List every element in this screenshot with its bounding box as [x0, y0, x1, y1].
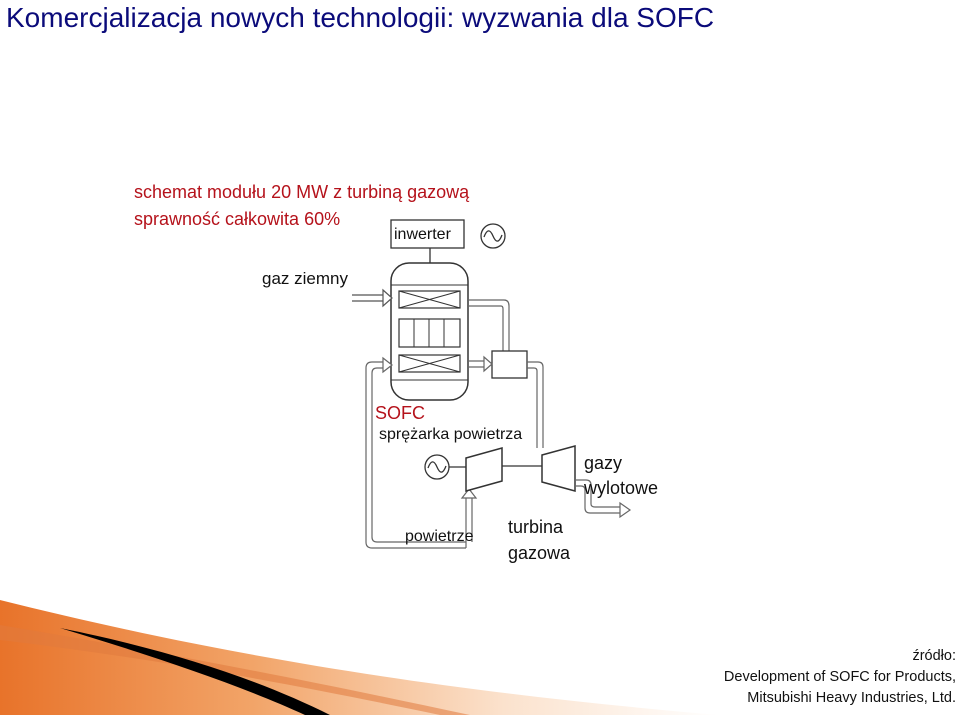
inverter-label: inwerter — [394, 226, 451, 243]
natural-gas-label: gaz ziemny — [262, 269, 348, 288]
inverter-box — [390, 219, 465, 249]
pipe-sofc-to-combustor — [468, 299, 510, 351]
pipe-air-loop-left — [365, 356, 466, 549]
pipe-combustor-to-turbine — [527, 361, 544, 448]
turbine-shape — [541, 445, 576, 492]
turbine-label-line2: gazowa — [508, 543, 571, 563]
footer-swoosh — [0, 600, 720, 715]
pipe-sofc-lower-to-combustor — [468, 355, 493, 373]
source-line-2: Development of SOFC for Products, — [723, 669, 956, 685]
air-label: powietrze — [405, 528, 474, 545]
source-line-1: źródło: — [912, 648, 956, 664]
turbine-label-line1: turbina — [508, 517, 564, 537]
source-line-3: Mitsubishi Heavy Industries, Ltd. — [747, 690, 956, 706]
exhaust-label-line2: wylotowe — [584, 478, 659, 498]
subtitle-module: schemat modułu 20 MW z turbiną gazową — [134, 182, 470, 202]
generator-ac-symbol-icon — [424, 454, 450, 480]
air-inlet-arrow — [460, 488, 478, 548]
inverter-ac-symbol-icon — [480, 223, 506, 249]
sofc-vessel — [390, 262, 469, 401]
subtitle-efficiency: sprawność całkowita 60% — [134, 209, 341, 229]
source-citation: źródło: Development of SOFC for Products… — [724, 646, 956, 709]
compressor-label: sprężarka powietrza — [379, 426, 523, 443]
exhaust-arrow — [575, 479, 632, 519]
slide-title: Komercjalizacja nowych technologii: wyzw… — [6, 2, 715, 33]
natural-gas-inlet-arrow — [352, 288, 393, 308]
compressor-shape — [465, 447, 503, 492]
sofc-label: SOFC — [375, 403, 426, 423]
combustor-box — [491, 350, 528, 379]
exhaust-label-line1: gazy — [584, 453, 623, 473]
